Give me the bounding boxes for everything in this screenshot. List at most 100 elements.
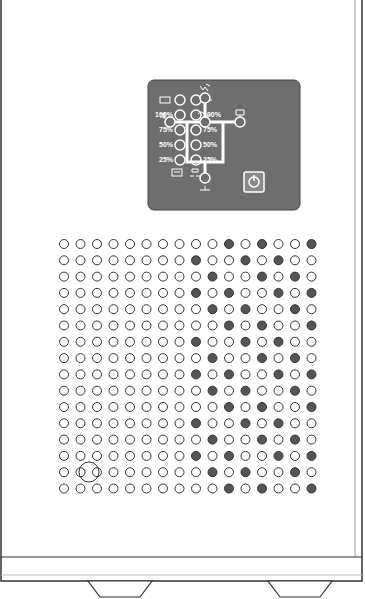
vent-hole [93,435,102,444]
vent-hole [159,484,168,493]
vent-hole [175,370,184,379]
vent-hole [175,419,184,428]
vent-hole [225,468,234,477]
vent-hole [258,435,267,444]
vent-hole [208,337,217,346]
vent-hole [175,354,184,363]
vent-hole [307,240,316,249]
vent-hole [175,468,184,477]
vent-hole [93,484,102,493]
vent-hole [241,305,250,314]
vent-hole [225,370,234,379]
vent-hole [192,256,201,265]
vent-hole [208,451,217,460]
vent-hole [192,337,201,346]
vent-hole [109,435,118,444]
vent-hole [225,403,234,412]
vent-hole [175,321,184,330]
vent-hole [60,354,69,363]
vent-hole [291,419,300,428]
vent-hole [142,451,151,460]
vent-hole [225,321,234,330]
vent-hole [159,386,168,395]
level-label: 100% [155,111,173,119]
vent-hole [76,484,85,493]
vent-hole [159,419,168,428]
vent-hole [307,484,316,493]
vent-hole [258,370,267,379]
vent-hole [241,240,250,249]
vent-hole [76,403,85,412]
vent-hole [142,288,151,297]
vent-hole [76,468,85,477]
vent-hole [208,240,217,249]
vent-hole [274,288,283,297]
level-label: 75% [159,126,173,134]
vent-hole [192,240,201,249]
vent-hole [274,240,283,249]
vent-hole [175,305,184,314]
vent-hole [175,240,184,249]
vent-hole [126,468,135,477]
vent-hole [142,468,151,477]
vent-hole [208,484,217,493]
vent-hole [258,337,267,346]
vent-hole [109,370,118,379]
vent-hole [241,337,250,346]
vent-hole [60,370,69,379]
vent-hole [93,305,102,314]
vent-hole [192,305,201,314]
vent-hole [192,451,201,460]
vent-hole [307,337,316,346]
vent-hole [159,468,168,477]
vent-hole [126,403,135,412]
vent-hole [274,256,283,265]
vent-hole [159,370,168,379]
vent-hole [175,337,184,346]
vent-hole [241,321,250,330]
vent-hole [60,484,69,493]
vent-hole [208,272,217,281]
vent-hole [258,240,267,249]
vent-hole [126,370,135,379]
vent-hole [159,337,168,346]
vent-hole [93,419,102,428]
vent-hole [142,305,151,314]
vent-hole [225,256,234,265]
vent-hole [291,272,300,281]
vent-hole [241,288,250,297]
vent-hole [93,337,102,346]
vent-hole [208,321,217,330]
vent-hole [109,256,118,265]
vent-hole [274,484,283,493]
vent-hole [258,451,267,460]
vent-hole [241,419,250,428]
vent-hole [60,240,69,249]
vent-hole [241,272,250,281]
vent-hole [93,386,102,395]
vent-hole [225,484,234,493]
vent-hole [60,288,69,297]
vent-hole [76,321,85,330]
vent-hole [241,256,250,265]
vent-hole [225,451,234,460]
vent-hole [258,419,267,428]
vent-hole [225,272,234,281]
vent-hole [192,370,201,379]
vent-hole [291,354,300,363]
vent-hole [307,403,316,412]
vent-hole [60,419,69,428]
vent-hole [274,419,283,428]
vent-hole [76,337,85,346]
vent-hole [241,435,250,444]
level-label: 25% [203,156,217,164]
vent-hole [159,305,168,314]
vent-hole [60,386,69,395]
vent-hole [60,451,69,460]
vent-hole [175,451,184,460]
vent-hole [291,468,300,477]
vent-hole [93,370,102,379]
vent-hole [159,435,168,444]
vent-hole [192,468,201,477]
vent-hole [258,484,267,493]
